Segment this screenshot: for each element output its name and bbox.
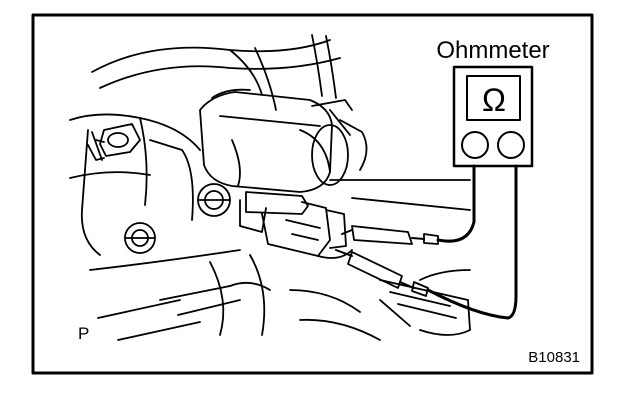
figure-code: B10831 (528, 349, 580, 366)
probe-upper (341, 225, 439, 245)
lead-wire-left (436, 164, 476, 243)
ohmmeter-label: Ohmmeter (436, 37, 549, 64)
ohmmeter-display (466, 75, 521, 121)
ohmmeter-jack-left (461, 131, 489, 159)
bolt-middle (197, 183, 231, 217)
ohmmeter-symbol: Ω (482, 82, 506, 118)
ohmmeter-jack-right (497, 131, 525, 159)
sensor-body (199, 88, 368, 193)
ohmmeter-case (452, 65, 534, 168)
engine-drawing (69, 34, 471, 341)
bolt-top-left (87, 123, 141, 161)
bolt-lower-left (124, 222, 156, 254)
lead-wire-right (426, 164, 518, 320)
figure-frame (31, 13, 594, 375)
corner-letter: P (78, 324, 89, 343)
connector (239, 191, 353, 259)
probe-lower (335, 249, 429, 297)
ohmmeter (452, 65, 534, 168)
